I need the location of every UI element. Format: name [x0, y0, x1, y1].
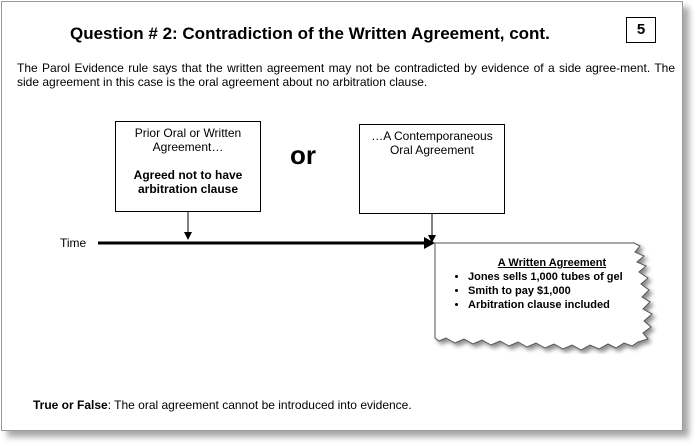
or-label: or: [290, 140, 316, 170]
list-item: Smith to pay $1,000: [468, 284, 640, 298]
list-item: Arbitration clause included: [468, 298, 640, 312]
intro-paragraph: The Parol Evidence rule says that the wr…: [17, 61, 675, 89]
prior-agreement-box: Prior Oral or Written Agreement… Agreed …: [115, 121, 261, 212]
slide-title: Question # 2: Contradiction of the Writt…: [70, 24, 550, 43]
slide: Question # 2: Contradiction of the Writt…: [1, 1, 683, 431]
list-item: Jones sells 1,000 tubes of gel: [468, 270, 640, 284]
contemporaneous-agreement-text: …A Contemporaneous Oral Agreement: [371, 129, 493, 157]
timeline-label: Time: [60, 236, 87, 250]
written-agreement-paper: [434, 242, 653, 351]
written-agreement-heading: A Written Agreement: [497, 257, 607, 269]
question-text: : The oral agreement cannot be introduce…: [107, 398, 412, 412]
contemporaneous-agreement-box: …A Contemporaneous Oral Agreement: [359, 124, 505, 214]
timeline-diagram: [98, 212, 436, 249]
prior-agreement-detail: Agreed not to have arbitration clause: [133, 168, 243, 196]
written-agreement-list: Jones sells 1,000 tubes of gel Smith to …: [450, 270, 640, 312]
written-agreement-content: A Written Agreement Jones sells 1,000 tu…: [450, 256, 640, 312]
timeline-arrowhead: [424, 237, 435, 249]
page-number-box: 5: [626, 17, 656, 43]
question-lead: True or False: [33, 398, 108, 412]
question-line: True or False: The oral agreement cannot…: [33, 398, 412, 412]
prior-agreement-text: Prior Oral or Written Agreement…: [134, 126, 242, 154]
